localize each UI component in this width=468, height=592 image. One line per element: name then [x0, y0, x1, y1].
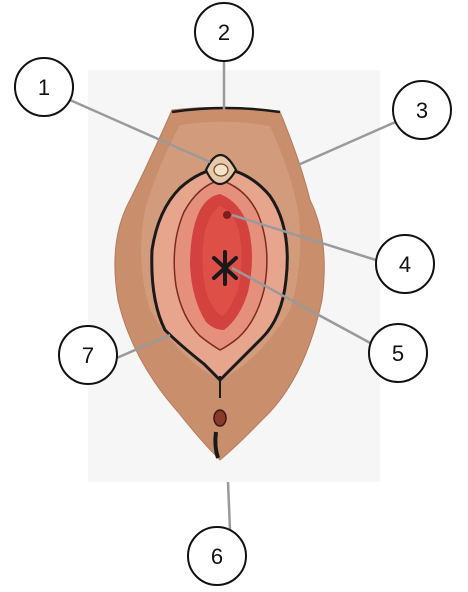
callout-4: 4: [376, 235, 434, 293]
callout-2: 2: [195, 3, 253, 61]
svg-text:1: 1: [38, 75, 50, 100]
svg-text:3: 3: [416, 98, 428, 123]
callout-7: 7: [59, 326, 117, 384]
svg-text:5: 5: [392, 341, 404, 366]
callout-6: 6: [188, 527, 246, 585]
svg-text:7: 7: [82, 343, 94, 368]
svg-text:2: 2: [218, 20, 230, 45]
svg-text:6: 6: [211, 544, 223, 569]
callout-3: 3: [393, 81, 451, 139]
anus-shape: [214, 410, 226, 426]
callout-1: 1: [15, 58, 73, 116]
leader-6: [228, 482, 230, 530]
svg-text:4: 4: [399, 252, 411, 277]
callout-5: 5: [369, 324, 427, 382]
urethral-opening-dot: [223, 211, 231, 219]
clitoris-glans: [214, 164, 228, 176]
